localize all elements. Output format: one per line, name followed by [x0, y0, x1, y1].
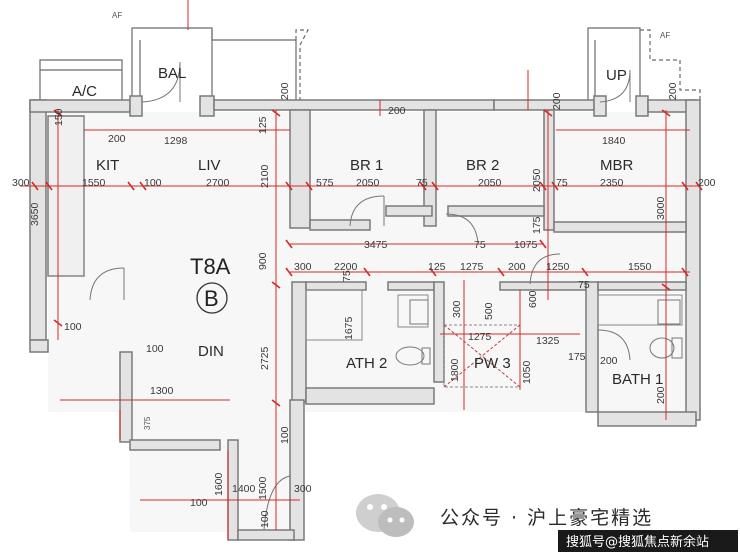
dim-75-d: 75: [341, 270, 353, 282]
dim-2100: 2100: [259, 164, 271, 188]
dim-3475: 3475: [364, 239, 388, 251]
room-label-kit: KIT: [96, 157, 119, 174]
dim-2700: 2700: [206, 177, 230, 189]
dim-100-e: 100: [190, 497, 208, 509]
watermark: 公众号 · 沪上豪宅精选 搜狐号@搜狐焦点新余站: [356, 494, 738, 552]
dim-2200: 2200: [334, 261, 358, 273]
room-label-bath1: BATH 1: [612, 371, 663, 388]
room-label-pw3: PW 3: [474, 355, 511, 372]
dim-100-f: 100: [259, 510, 271, 528]
dim-1075: 1075: [514, 239, 538, 251]
dim-150: 150: [53, 108, 65, 126]
watermark-account: 公众号 · 沪上豪宅精选: [440, 507, 653, 529]
dim-75-e: 75: [578, 279, 590, 291]
dim-200-h: 200: [600, 355, 618, 367]
dim-100: 100: [144, 177, 162, 189]
dim-3000: 3000: [655, 196, 667, 220]
dim-3650: 3650: [29, 202, 41, 226]
dim-575: 575: [316, 177, 334, 189]
dim-200-mid: 200: [388, 105, 406, 117]
room-label-ac: A/C: [72, 83, 97, 100]
dim-200-right: 200: [698, 177, 716, 189]
dim-300-c: 300: [451, 300, 463, 318]
dim-75-mbr: 75: [556, 177, 568, 189]
dim-500: 500: [483, 302, 495, 320]
wechat-icon: [356, 494, 414, 537]
dim-1500: 1500: [257, 476, 269, 500]
dim-1600: 1600: [213, 472, 225, 496]
dimension-ticks: [31, 109, 703, 407]
watermark-source: 搜狐号@搜狐焦点新余站: [566, 534, 709, 550]
dim-1400: 1400: [232, 483, 256, 495]
unit-type-circle: [196, 282, 228, 314]
note-af-right: AF: [660, 31, 670, 40]
dim-1050: 1050: [521, 360, 533, 384]
room-label-liv: LIV: [198, 157, 221, 174]
dim-1275: 1275: [460, 261, 484, 273]
dim-1250: 1250: [546, 261, 570, 273]
dim-75-c: 75: [474, 239, 486, 251]
walls: [29, 95, 701, 541]
dim-100-d: 100: [279, 426, 291, 444]
dim-200-g: 200: [508, 261, 526, 273]
dim-175: 175: [531, 216, 543, 234]
dim-1300: 1300: [150, 385, 174, 397]
dim-1675: 1675: [343, 316, 355, 340]
dim-375: 375: [143, 416, 152, 430]
dim-200-r: 200: [667, 82, 679, 100]
dim-600: 600: [527, 290, 539, 308]
dim-300-d: 300: [294, 483, 312, 495]
room-floors: [48, 112, 688, 532]
dim-175-b: 175: [568, 351, 586, 363]
room-label-bal: BAL: [158, 65, 186, 82]
dimension-labels: 150 200 1298 125 200 200 1840 200 200 30…: [12, 82, 716, 528]
dim-300-b: 300: [294, 261, 312, 273]
watermark-source-bar: [558, 530, 738, 552]
dim-2350: 2350: [600, 177, 624, 189]
dim-200: 200: [108, 133, 126, 145]
dim-900: 900: [257, 252, 269, 270]
unit-designation: T8A B: [190, 254, 231, 314]
dim-75: 75: [416, 177, 428, 189]
dim-1550-b: 1550: [628, 261, 652, 273]
dim-1298: 1298: [164, 135, 188, 147]
dim-1800: 1800: [449, 358, 461, 382]
dim-2050-v: 2050: [531, 168, 543, 192]
balcony-outlines: [39, 27, 701, 100]
dim-300: 300: [12, 177, 30, 189]
dim-1550: 1550: [82, 177, 106, 189]
dim-2050-br2: 2050: [478, 177, 502, 189]
dim-200-top: 200: [279, 82, 291, 100]
dim-125: 125: [257, 116, 269, 134]
dim-125-b: 125: [428, 261, 446, 273]
note-af-left: AF: [112, 11, 122, 20]
room-label-din: DIN: [198, 343, 224, 360]
room-label-up: UP: [606, 67, 627, 84]
dim-1325: 1325: [536, 335, 560, 347]
dim-2725: 2725: [259, 346, 271, 370]
room-labels: BAL A/C KIT LIV BR 1 BR 2 MBR UP DIN ATH…: [72, 11, 670, 388]
dim-200-i: 200: [655, 386, 667, 404]
dim-1840: 1840: [602, 135, 626, 147]
room-label-bath2: ATH 2: [346, 355, 387, 372]
dim-100-b: 100: [64, 321, 82, 333]
dimension-lines: [20, 0, 700, 540]
room-label-br2: BR 2: [466, 157, 499, 174]
unit-type: B: [204, 286, 219, 311]
room-label-br1: BR 1: [350, 157, 383, 174]
dim-2050-br1: 2050: [356, 177, 380, 189]
dim-1275-b: 1275: [468, 331, 492, 343]
dim-200-mbr: 200: [551, 92, 563, 110]
dim-100-c: 100: [146, 343, 164, 355]
fixtures: [395, 299, 683, 366]
unit-name: T8A: [190, 254, 231, 279]
room-label-mbr: MBR: [600, 157, 634, 174]
